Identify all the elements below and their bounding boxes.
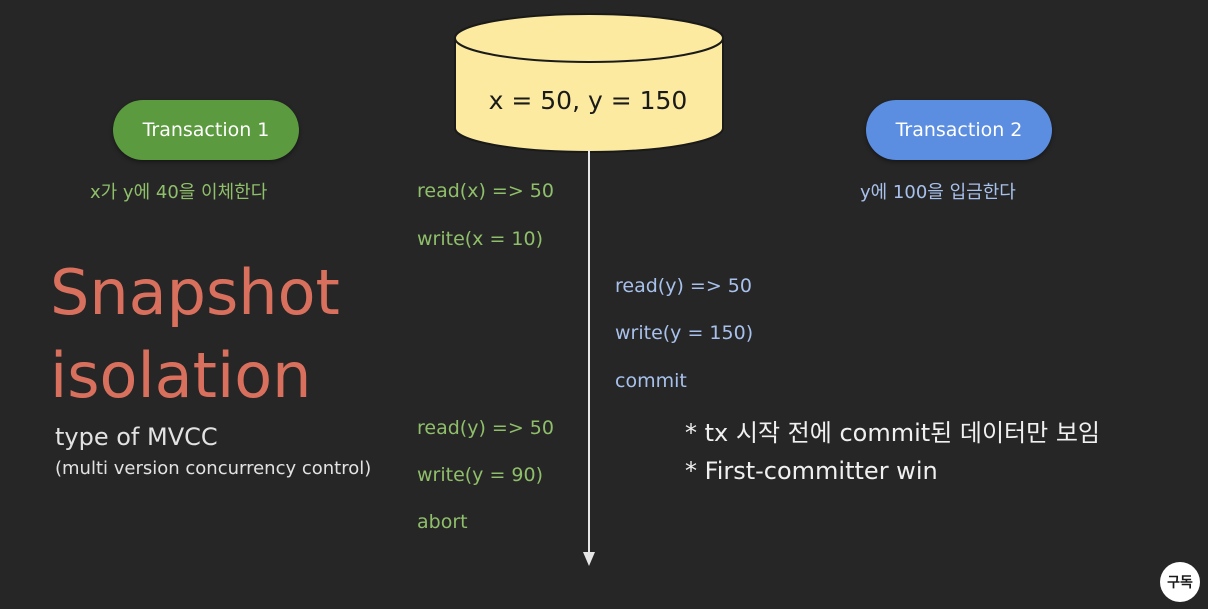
transaction-1-description: x가 y에 40을 이체한다 (90, 182, 268, 203)
tx1-op-write-x: write(x = 10) (417, 228, 544, 250)
transaction-1-pill: Transaction 1 (113, 100, 299, 160)
tx2-op-commit: commit (615, 370, 687, 392)
transaction-2-pill: Transaction 2 (866, 100, 1052, 160)
tx2-op-read-y: read(y) => 50 (615, 275, 752, 297)
tx2-op-write-y: write(y = 150) (615, 322, 754, 344)
subtitle: type of MVCC (55, 423, 218, 451)
note-first-committer-win: * First-committer win (685, 457, 938, 485)
title-line-1: Snapshot (50, 256, 340, 329)
subtitle-detail: (multi version concurrency control) (55, 458, 372, 479)
tx1-op-write-y: write(y = 90) (417, 464, 544, 486)
title-line-2: isolation (50, 339, 312, 412)
database-value-label: x = 50, y = 150 (488, 86, 688, 115)
tx1-op-abort: abort (417, 511, 468, 533)
transaction-2-description: y에 100을 입금한다 (860, 182, 1016, 203)
tx1-op-read-y: read(y) => 50 (417, 417, 554, 439)
note-snapshot-rule: * tx 시작 전에 commit된 데이터만 보임 (685, 419, 1100, 447)
timeline-arrow (583, 150, 595, 566)
subscribe-badge[interactable]: 구독 (1160, 562, 1200, 602)
database-cylinder (454, 13, 724, 153)
tx1-op-read-x: read(x) => 50 (417, 180, 554, 202)
